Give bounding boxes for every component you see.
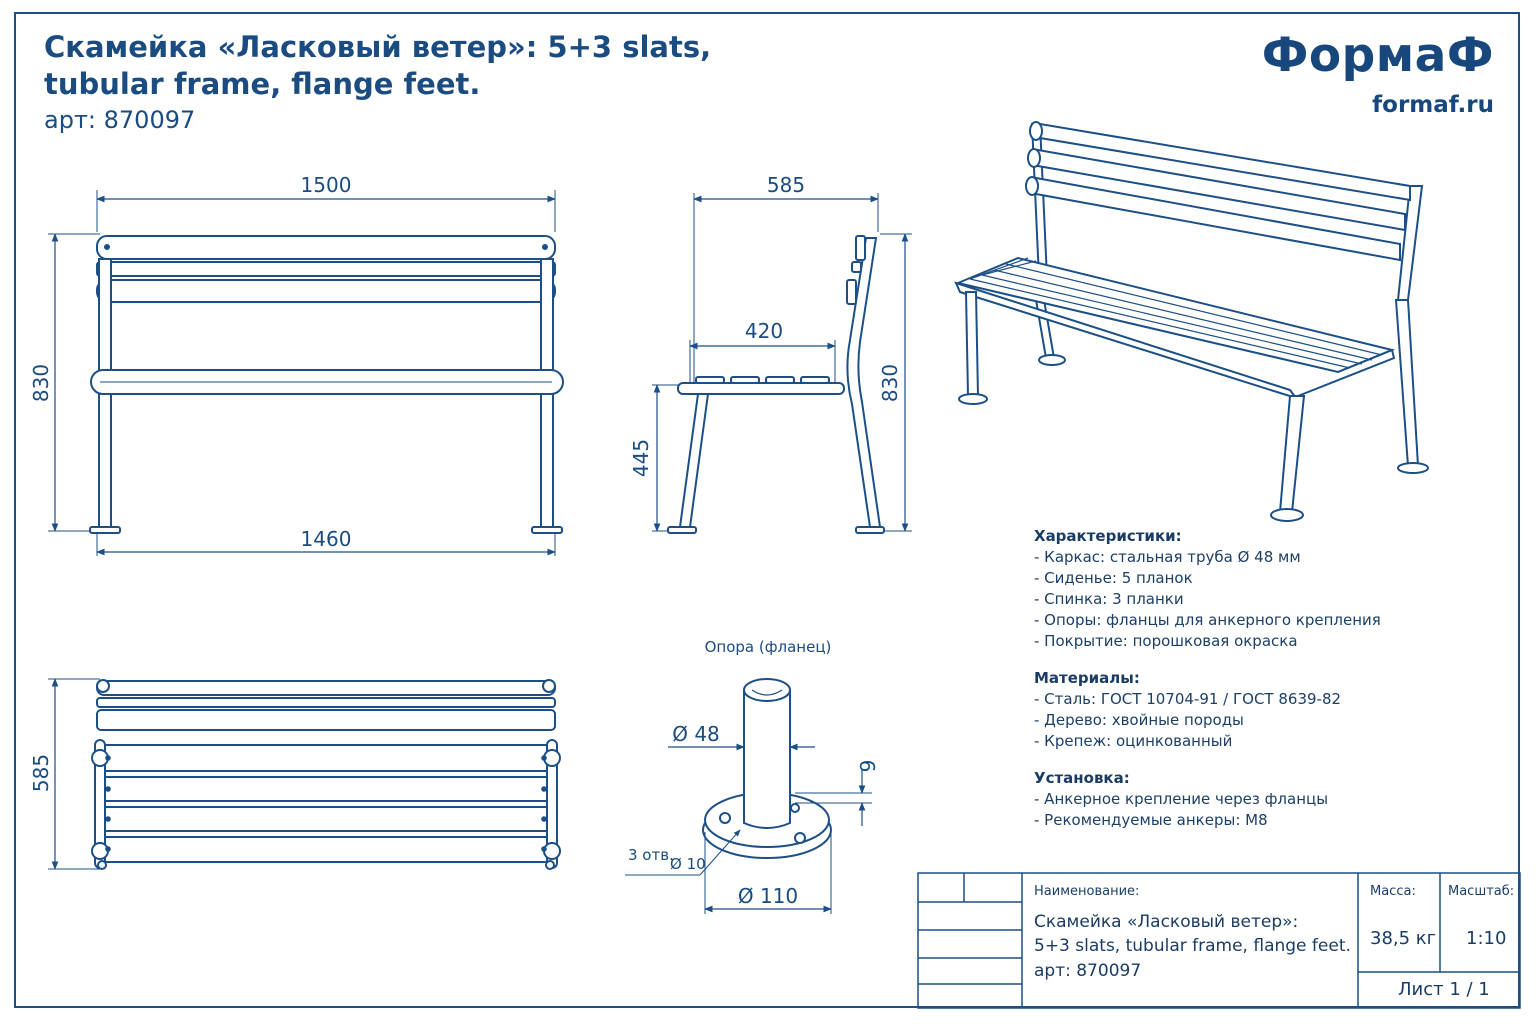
tb-scale-label: Масштаб: [1448, 884, 1515, 899]
tb-scale-value: 1:10 [1466, 928, 1507, 949]
flange-title: Опора (фланец) [705, 638, 832, 656]
spec-heading: Характеристики: [1034, 527, 1182, 545]
spec-item: - Анкерное крепление через фланцы [1034, 790, 1329, 808]
tb-name-line3: арт: 870097 [1034, 961, 1142, 981]
spec-characteristics: Характеристики: - Каркас: стальная труба… [1034, 526, 1381, 652]
tb-sheet: Лист 1 / 1 [1398, 979, 1490, 1000]
tb-name-label: Наименование: [1034, 884, 1140, 899]
page-title-line2: tubular frame, flange feet. [44, 67, 481, 101]
dim-front-height: 830 [29, 364, 53, 402]
spec-item: - Крепеж: оцинкованный [1034, 732, 1233, 750]
tb-name-line2: 5+3 slats, tubular frame, flange feet. [1034, 936, 1351, 956]
tb-name-line1: Скамейка «Ласковый ветер»: [1034, 912, 1299, 932]
spec-item: - Сиденье: 5 планок [1034, 569, 1193, 587]
article-number: арт: 870097 [44, 106, 196, 134]
spec-heading: Установка: [1034, 769, 1130, 787]
holes-diameter: Ø 10 [670, 855, 706, 873]
sheet-border [14, 12, 1520, 1008]
brand-logo: ФормаФ [1261, 28, 1494, 83]
spec-item: - Спинка: 3 планки [1034, 590, 1184, 608]
dim-side-height: 830 [878, 364, 902, 402]
spec-materials: Материалы: - Сталь: ГОСТ 10704-91 / ГОСТ… [1034, 668, 1381, 752]
spec-item: - Покрытие: порошковая окраска [1034, 632, 1298, 650]
specifications: Характеристики: - Каркас: стальная труба… [1034, 526, 1381, 847]
dim-flange-diameter: Ø 110 [738, 884, 798, 908]
dim-flange-thickness: 6 [855, 760, 879, 773]
dim-top-depth: 585 [29, 754, 53, 792]
page-title-line1: Скамейка «Ласковый ветер»: 5+3 slats, [44, 30, 712, 64]
dim-seat-height: 445 [629, 439, 653, 477]
flange-detail [625, 678, 872, 914]
isometric-view [954, 121, 1429, 522]
top-view [48, 678, 561, 870]
brand-site: formaf.ru [1372, 92, 1494, 118]
dim-seat-depth: 420 [745, 319, 783, 343]
spec-item: - Каркас: стальная труба Ø 48 мм [1034, 548, 1301, 566]
spec-heading: Материалы: [1034, 669, 1140, 687]
side-view [652, 193, 912, 534]
tb-mass-value: 38,5 кг [1370, 928, 1437, 949]
dim-pipe-diameter: Ø 48 [672, 722, 720, 746]
spec-item: - Сталь: ГОСТ 10704-91 / ГОСТ 8639-82 [1034, 690, 1342, 708]
title-block-grid [917, 872, 1521, 1009]
dim-front-width-top: 1500 [301, 173, 352, 197]
front-view [48, 190, 564, 556]
dim-front-width-bottom: 1460 [301, 527, 352, 551]
title-block: Наименование: Скамейка «Ласковый ветер»:… [918, 873, 1520, 1008]
holes-count: 3 отв. [628, 846, 674, 864]
spec-item: - Опоры: фланцы для анкерного крепления [1034, 611, 1381, 629]
spec-item: - Рекомендуемые анкеры: М8 [1034, 811, 1268, 829]
spec-installation: Установка: - Анкерное крепление через фл… [1034, 768, 1381, 831]
tb-mass-label: Масса: [1370, 884, 1416, 899]
spec-item: - Дерево: хвойные породы [1034, 711, 1244, 729]
dim-side-depth: 585 [767, 173, 805, 197]
